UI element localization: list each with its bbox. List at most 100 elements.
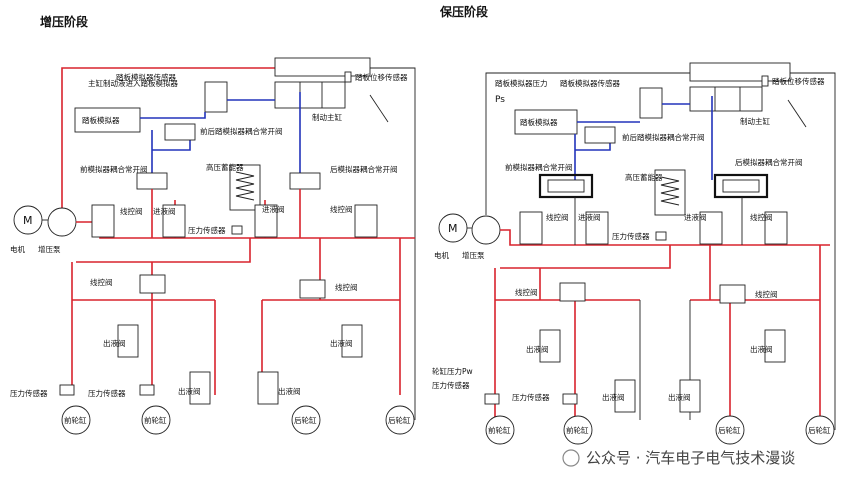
svg-text:前模拟器耦合常开阀: 前模拟器耦合常开阀 — [80, 164, 148, 174]
left-front-wheel-1 — [61, 405, 91, 435]
svg-text:进液阀: 进液阀 — [153, 206, 176, 216]
svg-text:踏板模拟器压力: 踏板模拟器压力 — [495, 78, 548, 88]
svg-text:轮缸压力Pw: 轮缸压力Pw — [432, 366, 473, 376]
svg-text:踏板模拟器传感器: 踏板模拟器传感器 — [560, 78, 620, 88]
left-linear-valve-4 — [299, 279, 326, 299]
left-linear-valve-2 — [354, 204, 378, 238]
left-inlet-valve-1 — [162, 204, 186, 238]
svg-text:前轮缸: 前轮缸 — [64, 415, 87, 425]
right-inlet-valve-2 — [699, 211, 723, 245]
left-master-cyl-top — [274, 57, 371, 77]
left-linear-valve-3 — [139, 274, 166, 294]
right-front-sim-valve — [547, 179, 585, 193]
left-rear-sim-valve — [289, 172, 321, 190]
svg-text:压力传感器: 压力传感器 — [512, 392, 550, 402]
svg-text:主缸制动液进入踏板模拟器: 主缸制动液进入踏板模拟器 — [88, 78, 178, 88]
left-front-wheel-2 — [141, 405, 171, 435]
right-front-wheel-1 — [485, 415, 515, 445]
right-rear-wheel-1 — [715, 415, 745, 445]
svg-text:踏板位移传感器: 踏板位移传感器 — [772, 76, 825, 86]
svg-text:线控阀: 线控阀 — [335, 282, 358, 292]
right-front-wheel-2 — [563, 415, 593, 445]
svg-text:前轮缸: 前轮缸 — [488, 425, 511, 435]
svg-text:踏板模拟器: 踏板模拟器 — [520, 117, 558, 127]
svg-text:出液阀: 出液阀 — [526, 344, 549, 354]
svg-text:前后踏模拟器耦合常开阀: 前后踏模拟器耦合常开阀 — [622, 132, 705, 142]
right-rear-wheel-2 — [805, 415, 835, 445]
svg-text:出液阀: 出液阀 — [330, 338, 353, 348]
svg-text:出液阀: 出液阀 — [103, 338, 126, 348]
right-linear-valve-2 — [764, 211, 788, 245]
svg-text:制动主缸: 制动主缸 — [740, 116, 770, 126]
svg-text:出液阀: 出液阀 — [668, 392, 691, 402]
left-hp-accumulator — [229, 164, 261, 211]
svg-text:增压泵: 增压泵 — [462, 250, 485, 260]
svg-text:M: M — [23, 214, 33, 227]
left-outlet-valve-2 — [341, 324, 363, 358]
right-outlet-valve-4 — [679, 379, 701, 413]
left-front-sim-valve — [136, 172, 168, 190]
left-front-rear-valve — [164, 123, 196, 141]
svg-text:进液阀: 进液阀 — [262, 204, 285, 214]
left-sim-sensor-valve — [204, 81, 228, 113]
watermark-text: 公众号 · 汽车电子电气技术漫谈 — [586, 449, 795, 467]
right-sim-sensor-valve — [639, 87, 663, 119]
right-master-cyl — [689, 86, 763, 112]
svg-text:线控阀: 线控阀 — [515, 287, 538, 297]
left-pump — [47, 207, 77, 237]
svg-text:电机: 电机 — [434, 250, 449, 260]
svg-text:线控阀: 线控阀 — [755, 289, 778, 299]
svg-text:后轮缸: 后轮缸 — [808, 425, 831, 435]
right-outlet-valve-1 — [539, 329, 561, 363]
right-rear-sim-valve-highlight — [713, 173, 769, 199]
svg-text:进液阀: 进液阀 — [578, 212, 601, 222]
right-linear-valve-4 — [719, 284, 746, 304]
left-inlet-valve-2 — [254, 204, 278, 238]
left-master-cyl-label: 制动主缸 — [312, 112, 342, 122]
svg-text:后轮缸: 后轮缸 — [294, 415, 317, 425]
svg-text:压力传感器: 压力传感器 — [432, 380, 470, 390]
svg-text:出液阀: 出液阀 — [278, 386, 301, 396]
svg-text:前轮缸: 前轮缸 — [144, 415, 167, 425]
svg-text:电机: 电机 — [10, 244, 25, 254]
svg-text:踏板模拟器: 踏板模拟器 — [82, 115, 120, 125]
svg-text:出液阀: 出液阀 — [178, 386, 201, 396]
right-inlet-valve-1 — [585, 211, 609, 245]
svg-text:线控阀: 线控阀 — [546, 212, 569, 222]
left-master-cyl — [274, 81, 346, 109]
left-outlet-valve-1 — [117, 324, 139, 358]
svg-text:线控阀: 线控阀 — [330, 204, 353, 214]
right-pedal-simulator — [514, 109, 578, 135]
left-pedal-simulator — [74, 107, 141, 133]
svg-text:高压蓄能器: 高压蓄能器 — [206, 162, 244, 172]
watermark: 公众号 · 汽车电子电气技术漫谈 — [562, 449, 795, 467]
right-title: 保压阶段 — [439, 4, 489, 19]
svg-text:后模拟器耦合常开阀: 后模拟器耦合常开阀 — [735, 157, 803, 167]
left-pedal-icon — [369, 94, 389, 123]
svg-text:出液阀: 出液阀 — [602, 392, 625, 402]
right-rear-sim-valve — [722, 179, 760, 193]
left-rear-wheel-1 — [291, 405, 321, 435]
svg-text:线控阀: 线控阀 — [90, 277, 113, 287]
svg-text:后轮缸: 后轮缸 — [388, 415, 411, 425]
svg-text:前模拟器耦合常开阀: 前模拟器耦合常开阀 — [505, 162, 573, 172]
svg-text:后模拟器耦合常开阀: 后模拟器耦合常开阀 — [330, 164, 398, 174]
left-linear-valve-1 — [91, 204, 115, 238]
svg-text:压力传感器: 压力传感器 — [10, 388, 48, 398]
left-outlet-valve-4 — [257, 371, 279, 405]
svg-text:进液阀: 进液阀 — [684, 212, 707, 222]
left-panel: 增压阶段 制动主缸 踏板位移传感器 踏板模拟器 主缸制动液进入踏板模拟器 踏板模… — [10, 14, 416, 435]
right-hp-accumulator — [654, 169, 686, 216]
right-blue-circuit — [574, 96, 713, 180]
right-front-sim-valve-highlight — [538, 173, 594, 199]
svg-text:前轮缸: 前轮缸 — [566, 425, 589, 435]
svg-text:线控阀: 线控阀 — [750, 212, 773, 222]
svg-text:前后踏模拟器耦合常开阀: 前后踏模拟器耦合常开阀 — [200, 126, 283, 136]
svg-text:压力传感器: 压力传感器 — [612, 231, 650, 241]
wechat-icon — [562, 449, 580, 467]
svg-text:增压泵: 增压泵 — [38, 244, 61, 254]
svg-text:后轮缸: 后轮缸 — [718, 425, 741, 435]
svg-text:踏板模拟器传感器: 踏板模拟器传感器 — [116, 72, 176, 82]
svg-text:压力传感器: 压力传感器 — [88, 388, 126, 398]
